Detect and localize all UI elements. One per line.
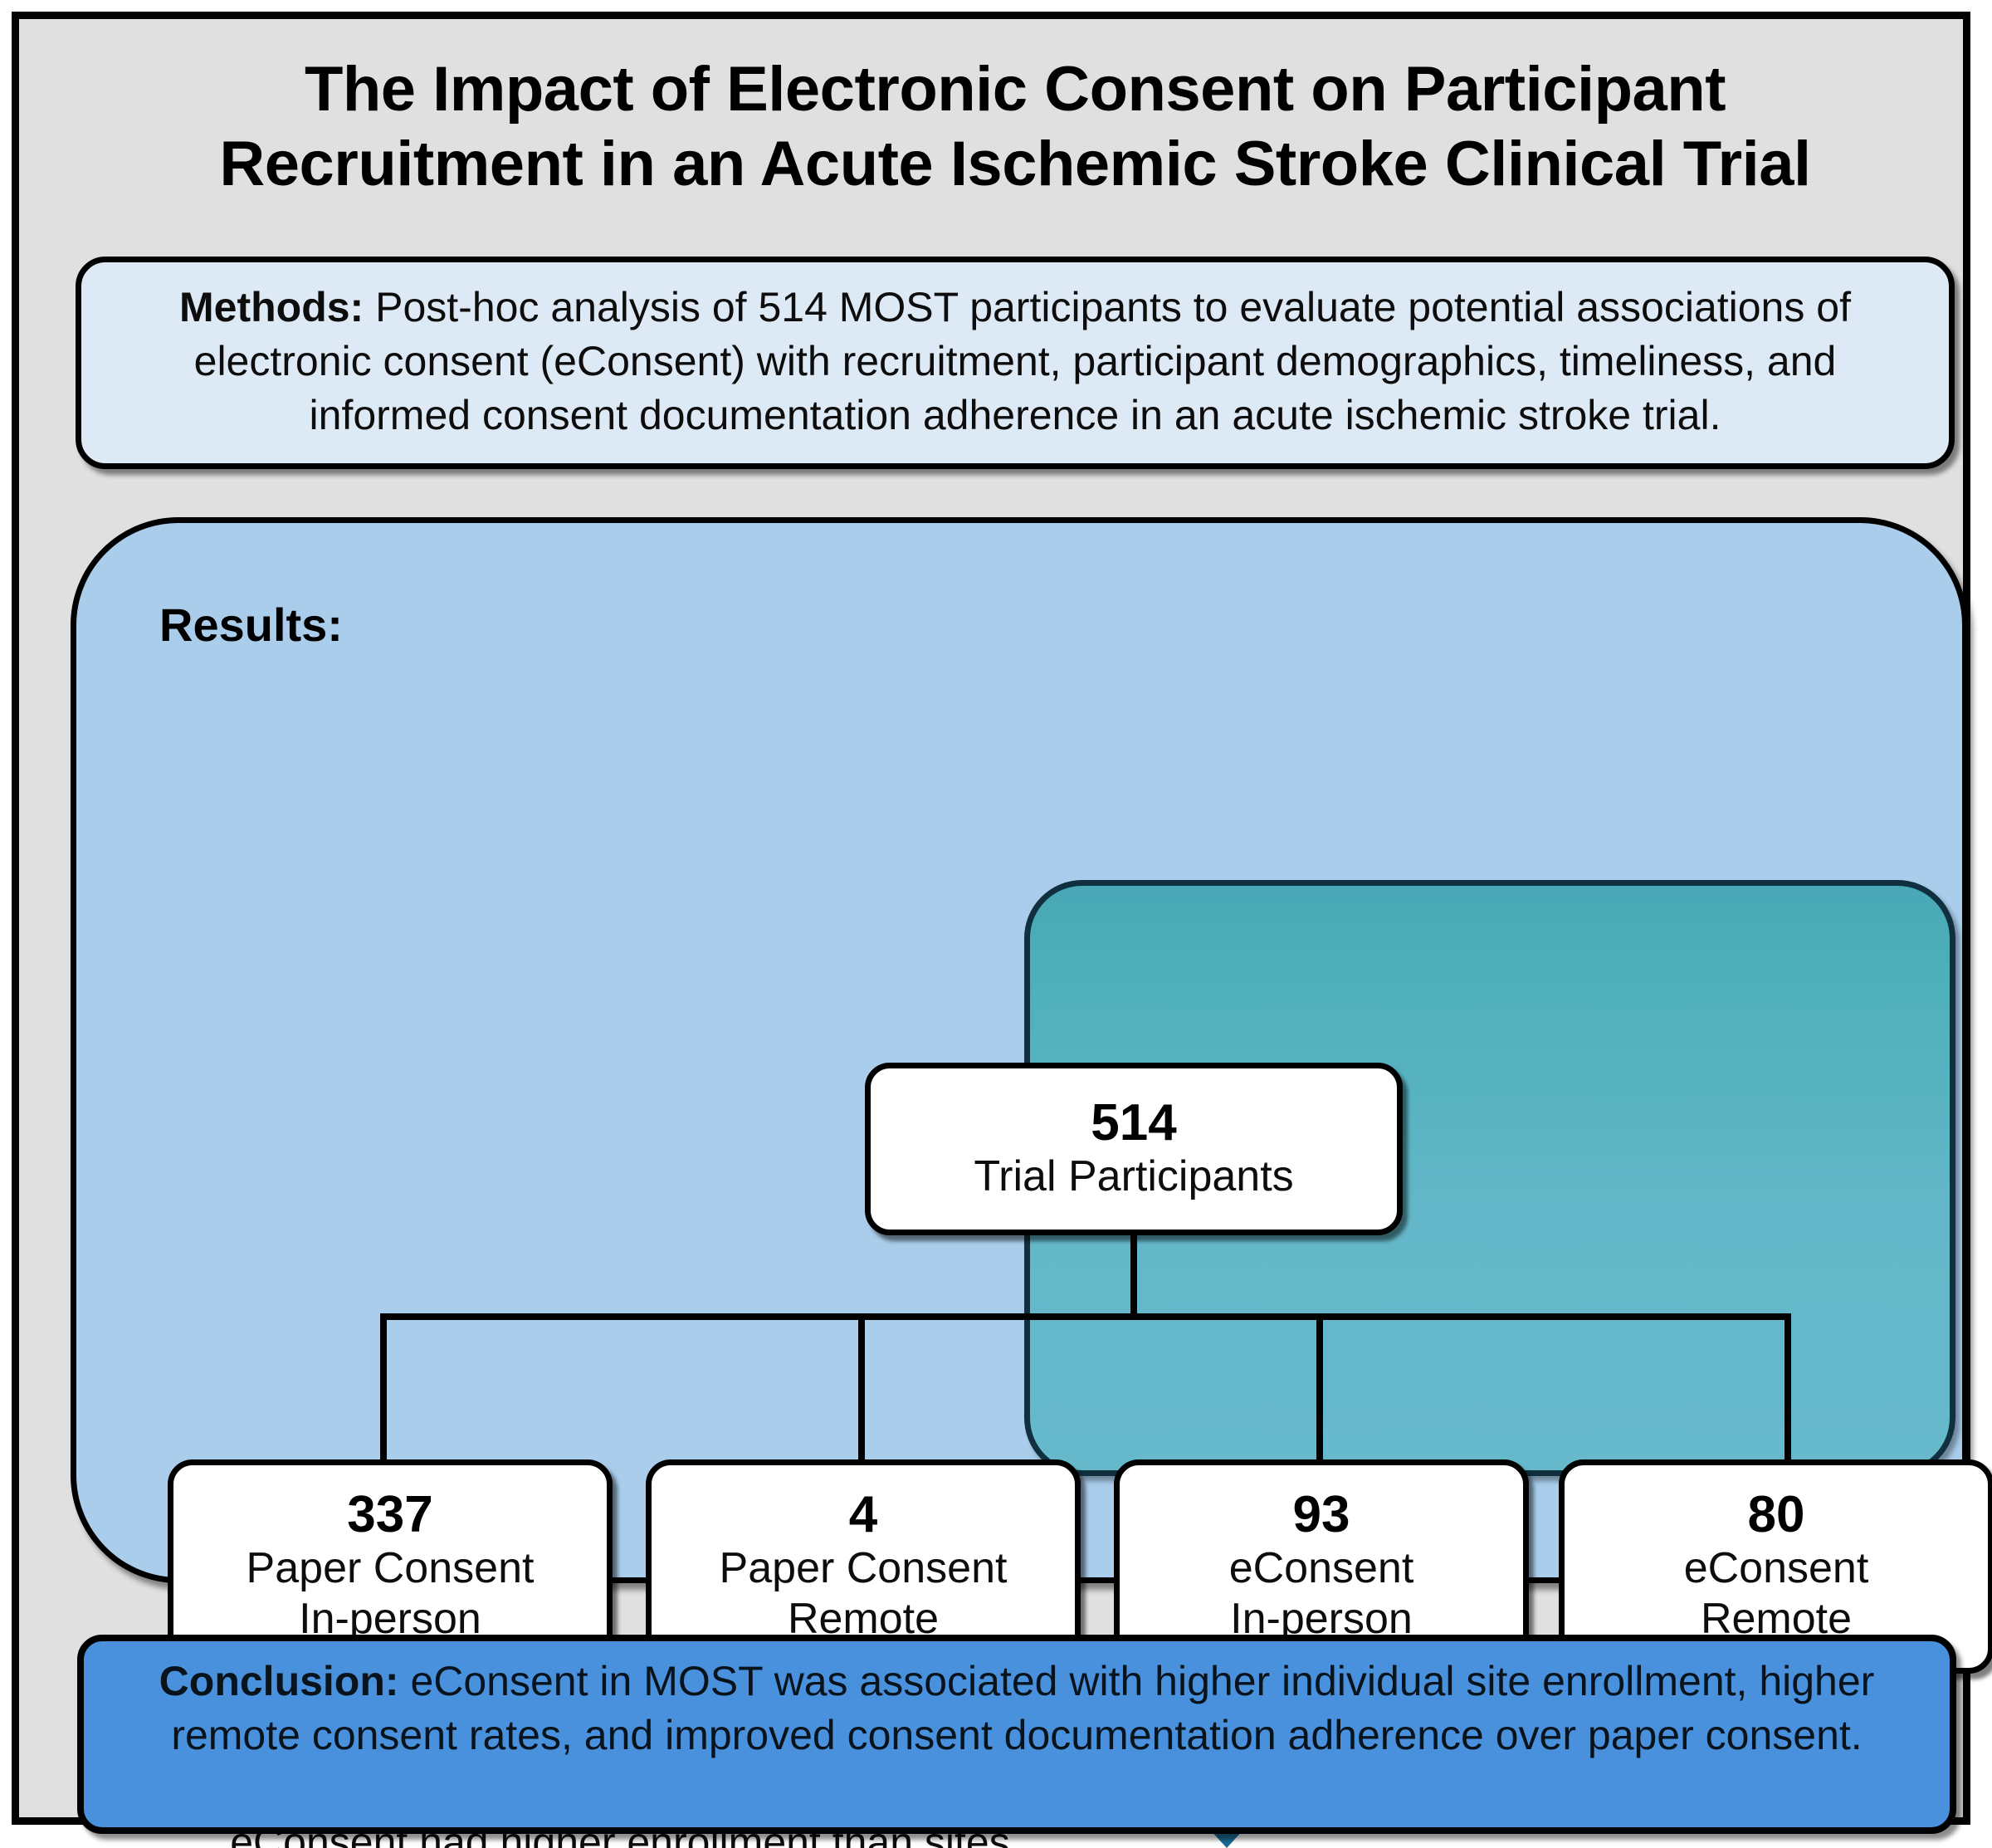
flow-node-value: 80	[1747, 1486, 1805, 1544]
connector-stem	[1130, 1234, 1137, 1317]
flow-node-label-line1: eConsent	[1683, 1544, 1869, 1593]
conclusion-body: eConsent in MOST was associated with hig…	[171, 1658, 1875, 1758]
results-panel: Results: 514 Trial Participants 337 Pape…	[71, 517, 1992, 1848]
flow-node-root: 514 Trial Participants	[865, 1063, 1403, 1235]
flow-node-label-line1: Paper Consent	[246, 1544, 535, 1593]
results-label: Results:	[159, 599, 343, 651]
flow-node-value: 337	[347, 1486, 433, 1544]
flow-node-value: 93	[1292, 1486, 1350, 1544]
methods-label: Methods:	[179, 284, 364, 330]
flow-node-value: 514	[1091, 1093, 1177, 1151]
connector-drop-2	[858, 1313, 865, 1463]
flow-node-label-line1: Paper Consent	[719, 1544, 1008, 1593]
connector-drop-4	[1784, 1313, 1791, 1463]
methods-text: Methods: Post-hoc analysis of 514 MOST p…	[110, 281, 1921, 442]
methods-panel: Methods: Post-hoc analysis of 514 MOST p…	[76, 257, 1955, 469]
connector-drop-1	[380, 1313, 387, 1463]
flow-node-label: Trial Participants	[974, 1151, 1294, 1200]
page-title: The Impact of Electronic Consent on Part…	[219, 54, 1811, 199]
conclusion-text: Conclusion: eConsent in MOST was associa…	[117, 1655, 1916, 1762]
outer-frame: The Impact of Electronic Consent on Part…	[12, 12, 1992, 1848]
flow-node-label-line1: eConsent	[1228, 1544, 1414, 1593]
connector-horizontal-bar	[380, 1313, 1791, 1320]
methods-body: Post-hoc analysis of 514 MOST participan…	[193, 284, 1851, 438]
flow-node-value: 4	[848, 1486, 878, 1544]
connector-drop-3	[1316, 1313, 1323, 1463]
conclusion-label: Conclusion:	[159, 1658, 399, 1704]
conclusion-panel: Conclusion: eConsent in MOST was associa…	[77, 1635, 1956, 1834]
